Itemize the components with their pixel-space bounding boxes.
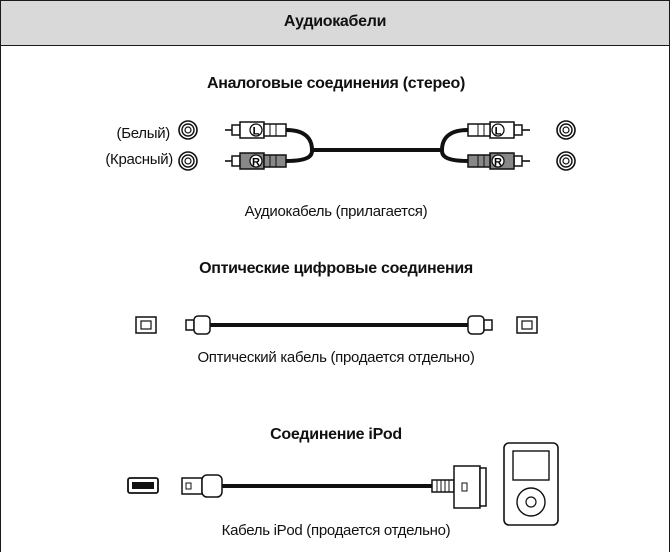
label-white: (Белый): [116, 125, 171, 142]
usb-port-icon: [127, 477, 159, 494]
optical-title: Оптические цифровые соединения: [199, 260, 473, 277]
section-header: Аудиокабели: [1, 1, 669, 46]
plug-letter-l: L: [253, 126, 260, 138]
analog-caption: Аудиокабель (прилагается): [244, 203, 428, 220]
ipod-caption: Кабель iPod (продается отдельно): [221, 522, 451, 539]
jack-icon: [178, 151, 198, 171]
header-title: Аудиокабели: [283, 13, 387, 30]
jack-icon: [556, 120, 576, 140]
label-red: (Красный): [105, 151, 173, 168]
ipod-cable: [181, 465, 487, 509]
plug-letter-r: R: [494, 157, 502, 169]
plug-letter-r: R: [252, 157, 260, 169]
jack-icon: [556, 151, 576, 171]
rca-plug-right-bottom: [467, 152, 530, 170]
optical-cable: [185, 315, 493, 335]
optical-caption: Оптический кабель (продается отдельно): [197, 349, 475, 366]
ipod-title: Соединение iPod: [270, 426, 402, 443]
audio-cable: [285, 128, 469, 163]
ipod-icon: [503, 442, 559, 526]
optical-port-icon: [135, 316, 157, 334]
jack-icon: [178, 120, 198, 140]
analog-title: Аналоговые соединения (стерео): [206, 75, 466, 92]
optical-port-icon: [516, 316, 538, 334]
rca-plug-right-top: [467, 121, 530, 139]
rca-plug-left-bottom: [225, 152, 287, 170]
plug-letter-l: L: [495, 126, 502, 138]
